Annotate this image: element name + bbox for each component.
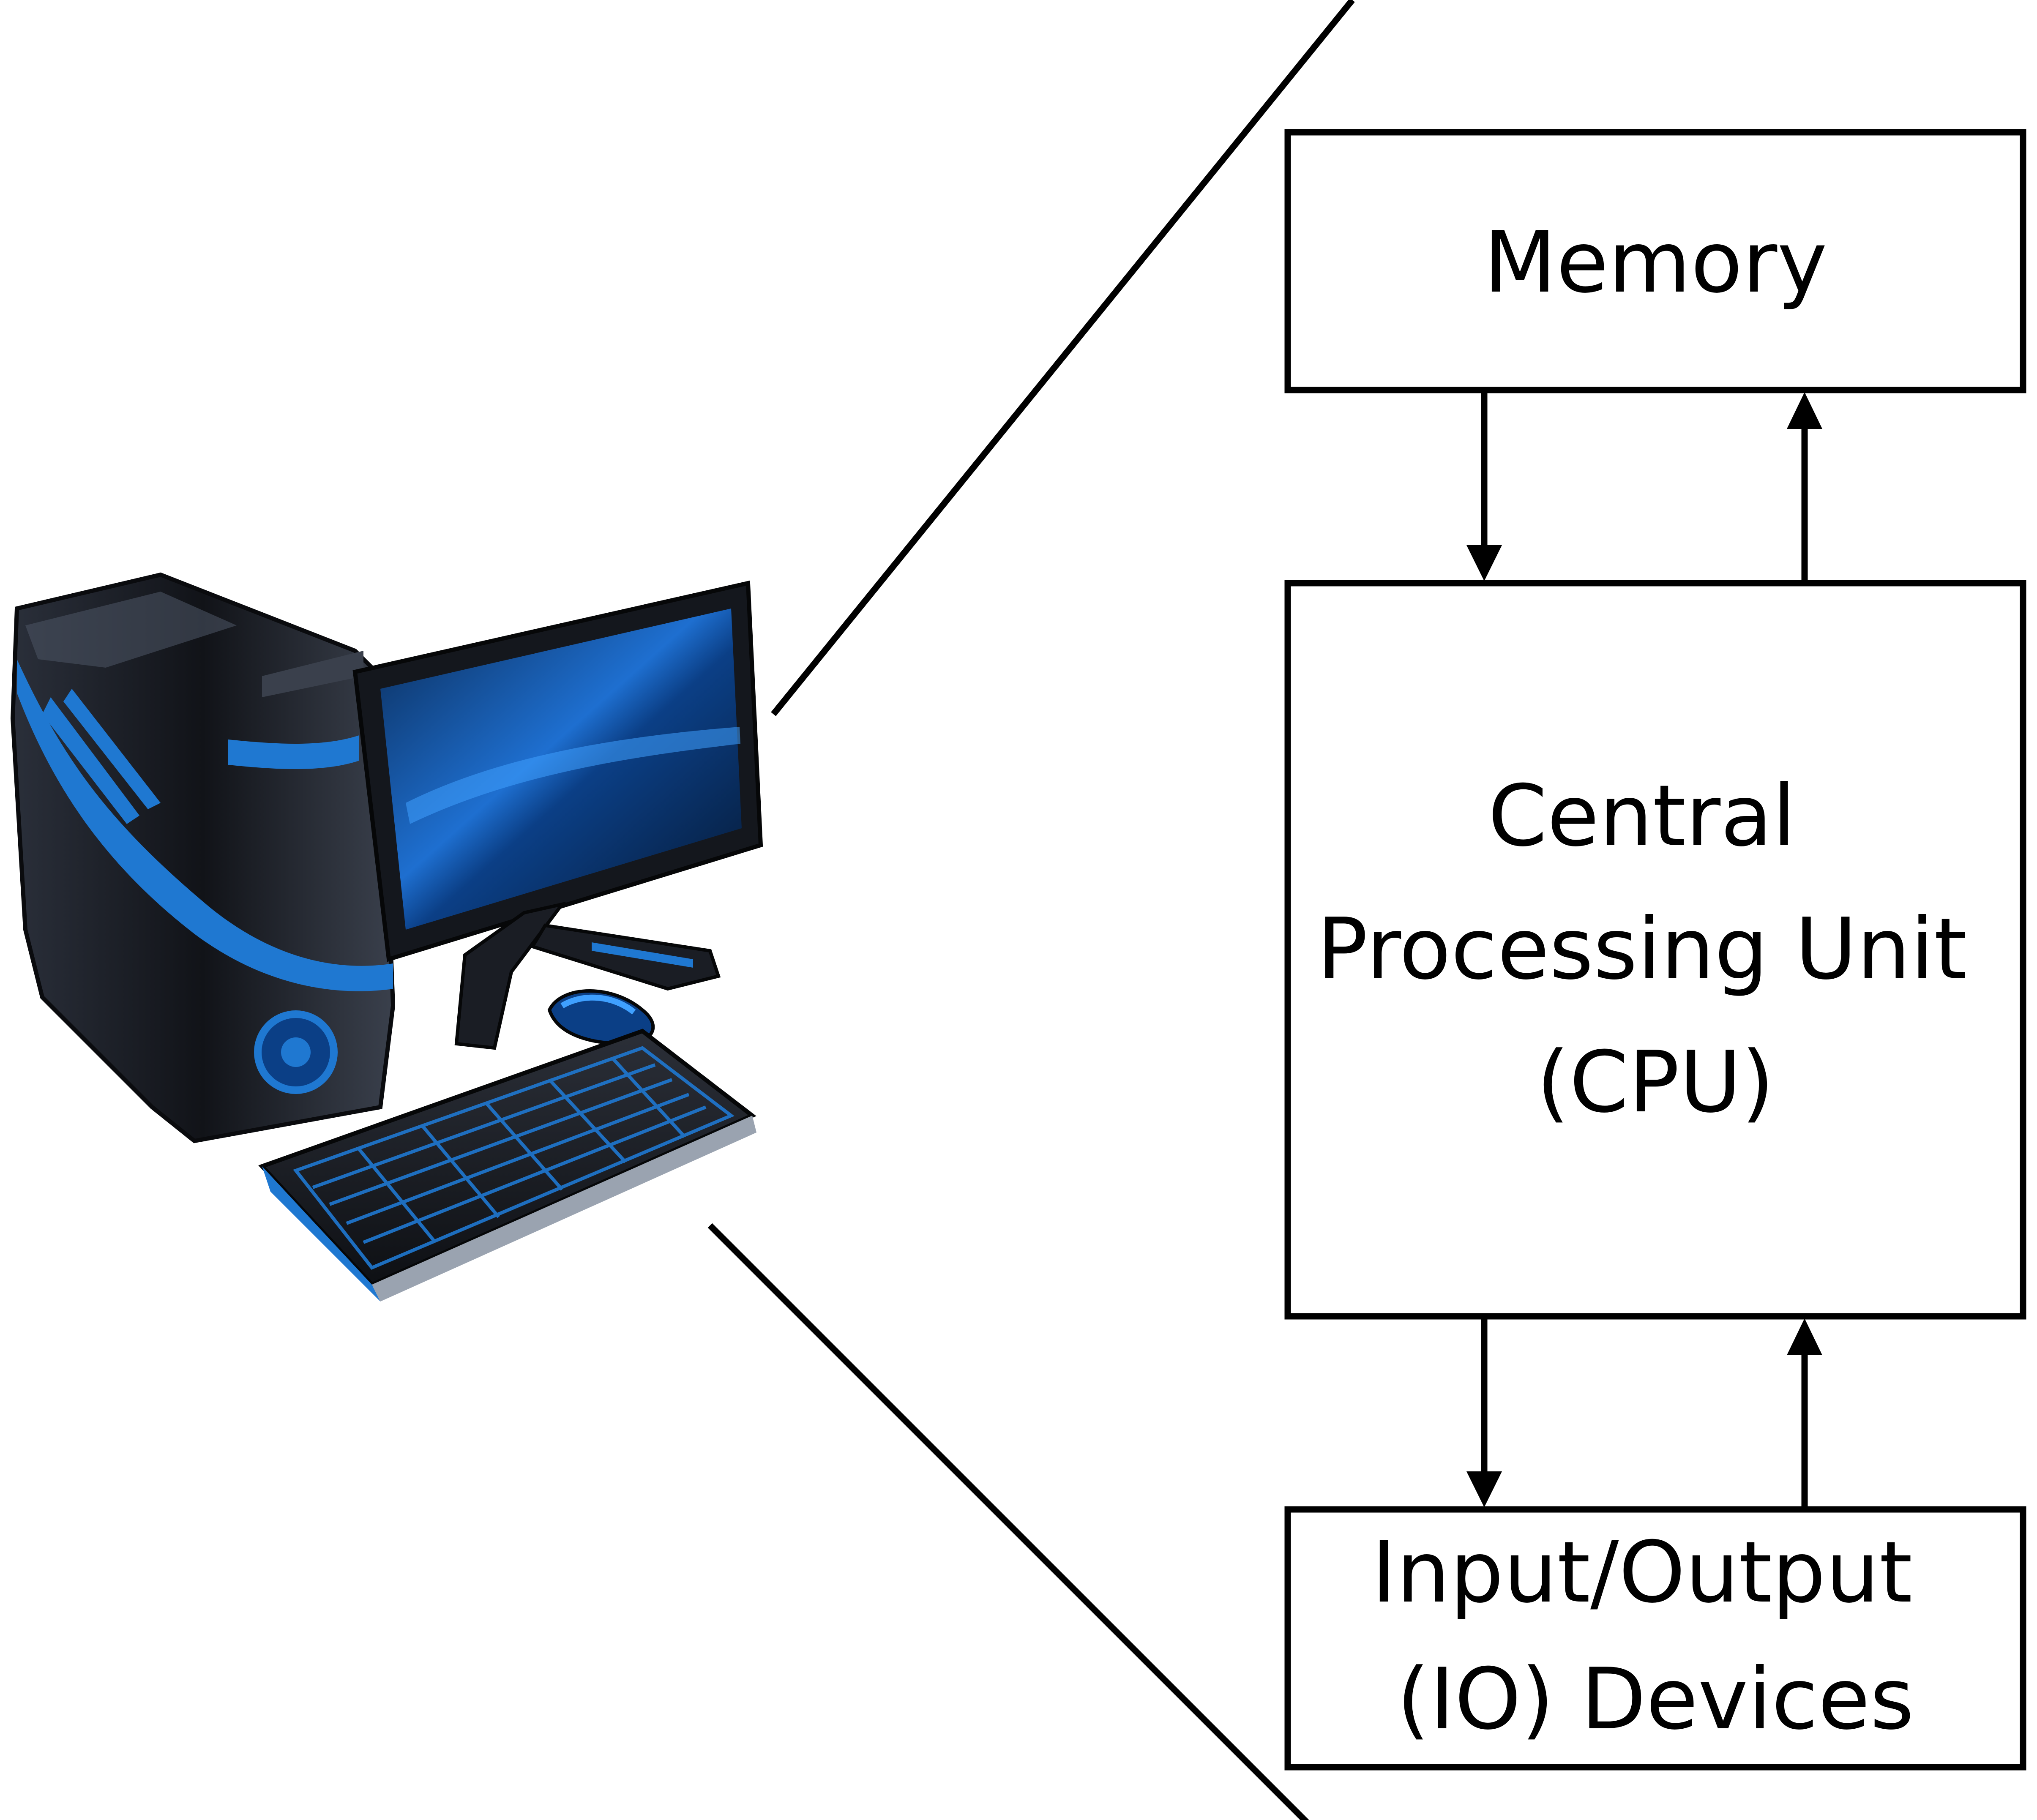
arrow-memory-to-cpu <box>1466 393 1502 581</box>
io-label: Input/Output (IO) Devices <box>1371 1523 1939 1749</box>
io-label-line-1: Input/Output <box>1371 1523 1912 1622</box>
keyboard-icon <box>258 1029 756 1302</box>
arrow-cpu-to-io <box>1466 1318 1502 1507</box>
zoom-line-lower <box>707 1223 1309 1820</box>
io-box: Input/Output (IO) Devices <box>1284 1506 2026 1771</box>
zoom-line-upper <box>771 0 1355 716</box>
cpu-label-line-2: Processing Unit <box>1317 900 1967 999</box>
mouse-icon <box>547 989 655 1046</box>
pc-tower-icon <box>10 572 396 1143</box>
memory-box: Memory <box>1284 129 2026 393</box>
cpu-label-line-3: (CPU) <box>1537 1033 1775 1132</box>
io-label-line-2: (IO) Devices <box>1397 1650 1914 1749</box>
cpu-label: Central Processing Unit (CPU) <box>1317 767 1994 1132</box>
cpu-box: Central Processing Unit (CPU) <box>1284 580 2026 1320</box>
desktop-computer-icon <box>10 572 763 1302</box>
arrow-cpu-to-memory <box>1787 392 1822 581</box>
arrow-io-to-cpu <box>1787 1318 1822 1507</box>
memory-label: Memory <box>1483 213 1827 312</box>
cpu-label-line-1: Central <box>1488 767 1796 865</box>
monitor-icon <box>352 580 763 1050</box>
